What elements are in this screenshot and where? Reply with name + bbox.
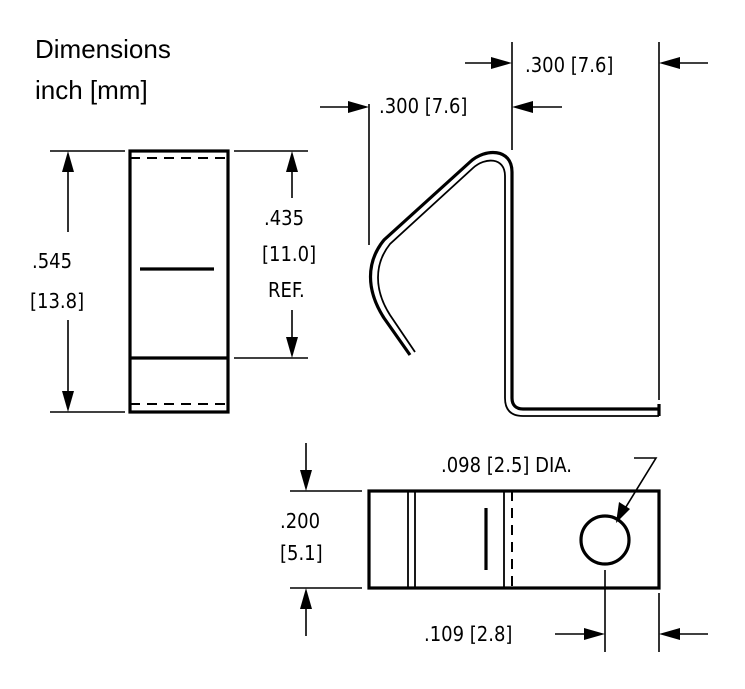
- dim-overall-height: .545 [13.8]: [30, 150, 125, 413]
- arrow-up-icon: [62, 151, 74, 172]
- arrow-right-icon: [491, 57, 512, 69]
- arrow-down-icon: [286, 337, 298, 358]
- front-view-outline: [128, 149, 230, 414]
- arrow-down-icon: [62, 391, 74, 412]
- arrow-right-icon: [584, 628, 605, 640]
- arrow-up-icon: [300, 588, 312, 609]
- dim-ref-height: .435 [11.0] REF.: [234, 150, 316, 359]
- front-view: [128, 149, 230, 414]
- dim-thickness-value: .200: [280, 509, 320, 533]
- dim-top-right-width: .300 [7.6]: [465, 42, 708, 400]
- dim-hole-offset: .109 [2.8]: [424, 570, 708, 652]
- arrow-down-icon: [300, 470, 312, 491]
- side-view: [368, 150, 661, 417]
- header-units-label: inch [mm]: [35, 75, 148, 105]
- dim-ref-height-note: REF.: [268, 278, 305, 302]
- mounting-hole: [579, 514, 631, 566]
- top-view: [367, 489, 661, 590]
- dim-thickness-metric: [5.1]: [280, 541, 323, 565]
- leader-arrow-icon: [616, 502, 630, 523]
- arrow-left-icon: [659, 628, 680, 640]
- dim-overall-height-value: .545: [32, 249, 72, 273]
- arrow-right-icon: [348, 101, 369, 113]
- top-view-outline: [367, 489, 661, 590]
- dim-top-left-width: .300 [7.6]: [320, 42, 562, 245]
- dim-overall-height-metric: [13.8]: [30, 289, 84, 313]
- arrow-left-icon: [659, 57, 680, 69]
- dim-hole-offset-value: .109 [2.8]: [424, 622, 512, 646]
- dim-top-left-width-value: .300 [7.6]: [379, 94, 467, 118]
- leader-line: [620, 457, 658, 516]
- header-dimensions-label: Dimensions: [35, 34, 171, 64]
- clip-profile-inner: [377, 159, 659, 417]
- dim-top-right-width-value: .300 [7.6]: [525, 53, 613, 77]
- dim-thickness: .200 [5.1]: [280, 443, 362, 636]
- dim-hole-diameter: .098 [2.5] DIA.: [441, 453, 658, 523]
- clip-profile-outer: [368, 150, 659, 411]
- dim-hole-diameter-value: .098 [2.5] DIA.: [441, 453, 572, 477]
- arrow-up-icon: [286, 151, 298, 172]
- dim-ref-height-metric: [11.0]: [262, 242, 316, 266]
- dim-ref-height-value: .435: [264, 206, 304, 230]
- arrow-left-icon: [512, 101, 533, 113]
